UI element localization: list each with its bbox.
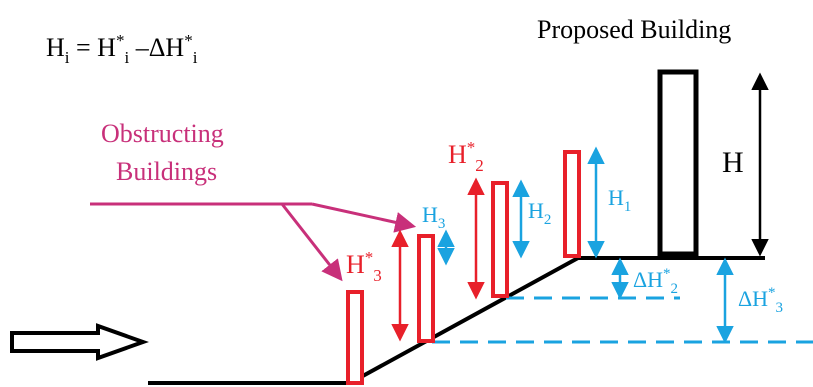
label-H1: H1 <box>608 185 631 215</box>
proposed-building-label: Proposed Building <box>537 15 731 44</box>
label-dHstar2: ΔH*2 <box>633 266 678 297</box>
obstructing-building-3 <box>346 290 364 385</box>
ground-line <box>148 256 765 385</box>
obstructing-buildings-label-line2: Buildings <box>116 157 217 186</box>
label-H2: H2 <box>528 198 551 228</box>
label-Hstar2: H*2 <box>448 138 484 175</box>
label-H: H <box>722 146 744 179</box>
label-dHstar3: ΔH*3 <box>738 285 783 316</box>
label-H3: H3 <box>422 202 445 232</box>
label-Hstar3: H*3 <box>346 248 382 285</box>
obstructing-building-3b <box>417 234 435 343</box>
obstructing-building-2 <box>491 181 509 298</box>
obstructing-buildings-label-line1: Obstructing <box>101 119 224 148</box>
obstructing-building-1 <box>563 150 581 258</box>
equation: Hi = H*i –ΔH*i <box>46 31 198 67</box>
proposed-building <box>657 69 699 257</box>
obstructing-pointer <box>90 202 417 282</box>
wind-arrow-icon <box>10 323 149 361</box>
